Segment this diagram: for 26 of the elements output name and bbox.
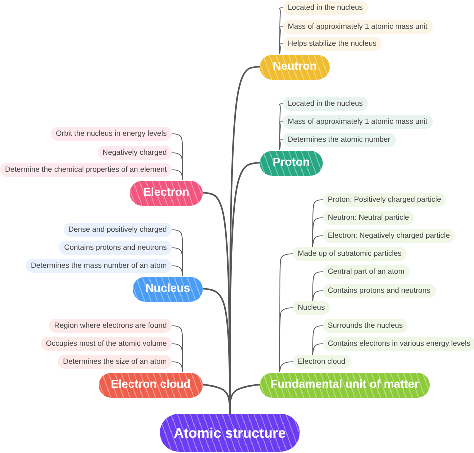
branch-topic: Neutron bbox=[260, 54, 330, 80]
connector-line bbox=[312, 344, 324, 356]
connector-line bbox=[172, 170, 184, 181]
branch-topic: Proton bbox=[260, 150, 323, 176]
connector-line bbox=[312, 272, 324, 302]
branch-topic: Electron cloud bbox=[99, 372, 203, 398]
connector-line bbox=[172, 248, 184, 277]
connector-line bbox=[312, 236, 324, 248]
connector-line bbox=[280, 140, 284, 151]
connector-line bbox=[280, 26, 284, 55]
connector-line bbox=[172, 344, 184, 373]
connector-line bbox=[312, 218, 324, 248]
connector-line bbox=[172, 266, 184, 277]
connector-line bbox=[312, 290, 324, 302]
central-topic: Atomic structure bbox=[160, 414, 300, 452]
branch-topic: Fundamental unit of matter bbox=[260, 372, 430, 398]
connector-line bbox=[280, 122, 284, 151]
connector-line bbox=[172, 362, 184, 373]
branch-topic: Electron bbox=[130, 180, 203, 206]
connector-line bbox=[280, 44, 284, 55]
connector-line bbox=[280, 308, 294, 373]
branch-topic: Nucleus bbox=[133, 276, 203, 302]
connector-line bbox=[312, 326, 324, 356]
connector-line bbox=[229, 384, 260, 414]
connector-line bbox=[172, 152, 184, 181]
connector-line bbox=[280, 362, 294, 373]
